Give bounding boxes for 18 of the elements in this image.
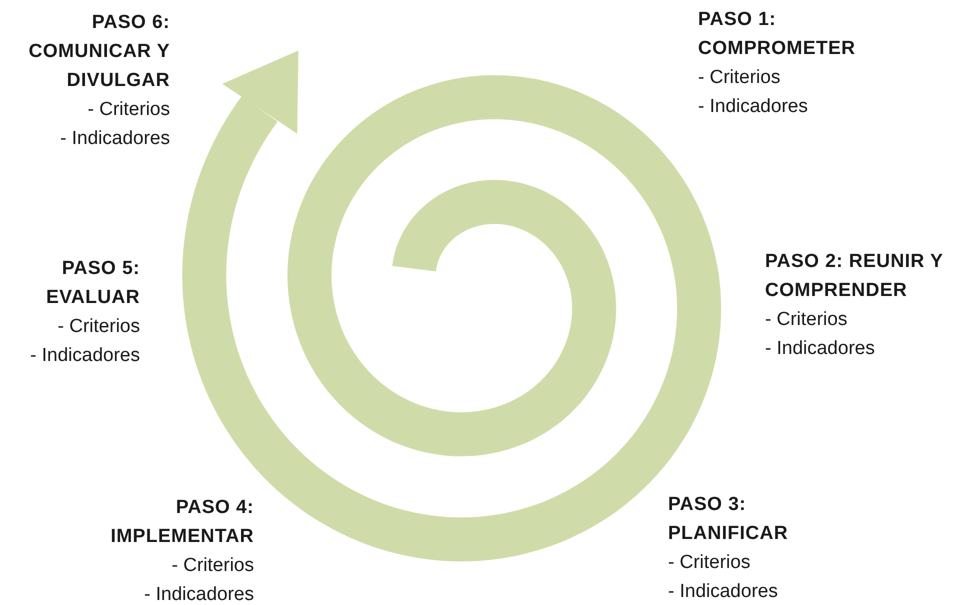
list-item: - Indicadores	[698, 95, 808, 119]
list-item: - Criterios	[765, 308, 848, 332]
list-item: - Indicadores	[765, 337, 875, 361]
step-heading: PASO 3: PLANIFICAR	[668, 493, 790, 546]
step-heading: PASO 6: COMUNICAR Y DIVULGAR	[28, 11, 170, 93]
list-item: - Criterios	[58, 315, 140, 339]
step-heading: PASO 2: REUNIR Y COMPRENDER	[765, 250, 944, 303]
list-item: - Indicadores	[144, 583, 254, 605]
list-item: - Criterios	[172, 554, 254, 578]
list-item: - Criterios	[668, 551, 750, 575]
step-heading: PASO 1: COMPROMETER	[698, 8, 856, 61]
step-heading: PASO 4: IMPLEMENTAR	[110, 496, 254, 549]
list-item: - Indicadores	[60, 127, 170, 151]
list-item: - Criterios	[88, 98, 170, 122]
list-item: - Indicadores	[668, 580, 778, 604]
list-item: - Indicadores	[30, 344, 140, 368]
list-item: - Criterios	[698, 66, 780, 90]
step-heading: PASO 5: EVALUAR	[45, 257, 140, 310]
